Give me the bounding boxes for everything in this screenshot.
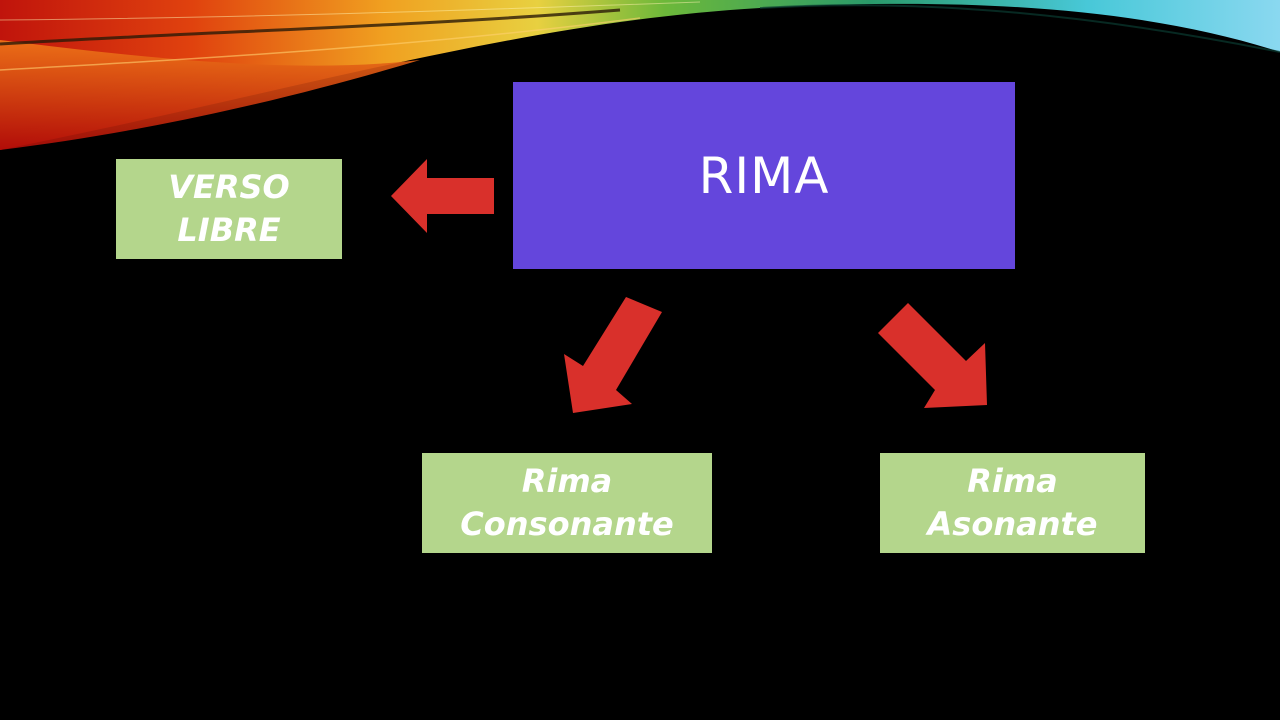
rima-asonante-box: Rima Asonante bbox=[880, 453, 1145, 553]
rima-consonante-label-line-2: Consonante bbox=[460, 505, 674, 543]
verso-libre-box: VERSO LIBRE bbox=[116, 159, 342, 259]
rima-asonante-label-line-2: Asonante bbox=[927, 505, 1098, 543]
arrow-to-rima-asonante bbox=[878, 303, 987, 408]
rima-consonante-box: Rima Consonante bbox=[422, 453, 712, 553]
verso-libre-label-line-1: VERSO bbox=[168, 168, 290, 206]
rainbow-swoosh-decoration bbox=[0, 0, 1280, 150]
rima-root-box: RIMA bbox=[513, 82, 1015, 269]
rima-root-label: RIMA bbox=[698, 146, 830, 205]
rima-asonante-label-line-1: Rima bbox=[967, 462, 1058, 500]
arrow-to-verso-libre bbox=[391, 159, 494, 233]
verso-libre-label-line-2: LIBRE bbox=[177, 211, 281, 249]
arrow-to-rima-consonante bbox=[564, 297, 662, 413]
rima-consonante-label-line-1: Rima bbox=[521, 462, 613, 500]
